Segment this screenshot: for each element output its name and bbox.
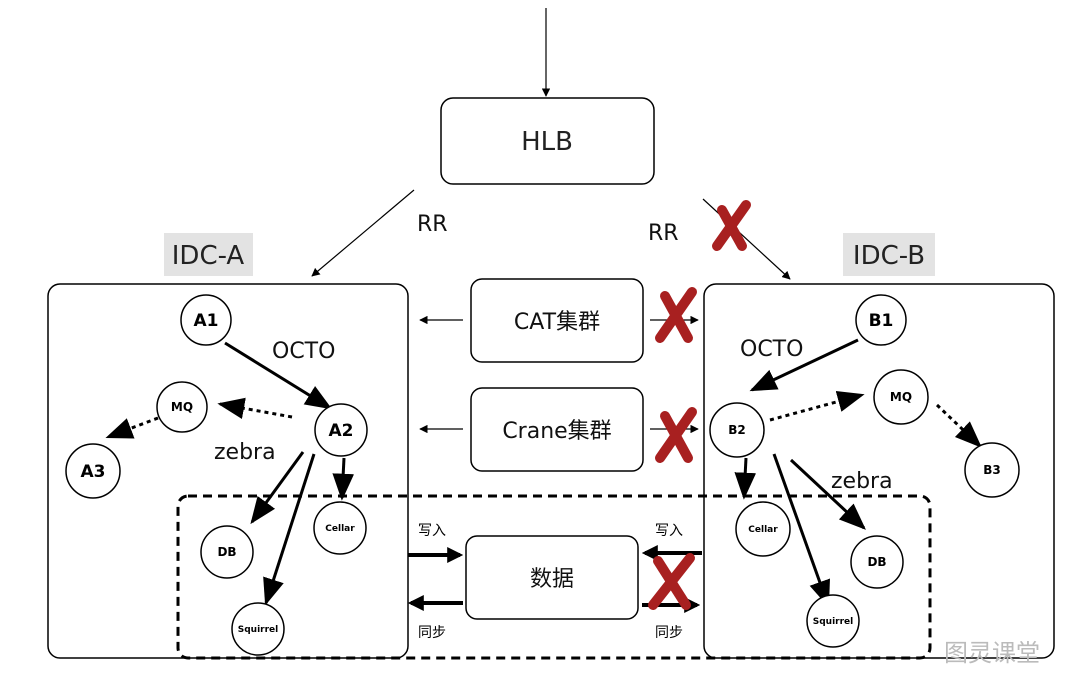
node-b-db-label: DB [867,555,886,569]
node-a-cellar-label: Cellar [325,524,355,534]
node-b-mq-label: MQ [890,390,912,404]
rr-right-label: RR [648,221,679,246]
node-b3: B3 [964,442,1020,498]
node-a2-label: A2 [329,421,354,441]
node-b1: B1 [855,294,907,346]
node-a1: A1 [180,294,232,346]
idc-a-tag-label: IDC-A [172,241,245,271]
a2-to-squirrel-arrow [263,453,316,606]
b2-to-squirrel-arrow [772,453,830,608]
node-a-db: DB [200,525,254,579]
idc-b-tag-label: IDC-B [853,241,925,271]
mq-to-a3-arrow [105,416,159,439]
a1-to-a2-arrow [224,341,333,410]
node-b-cellar: Cellar [735,501,791,557]
idc-b-zebra-label: zebra [831,469,893,494]
idc-b-octo-label: OCTO [740,337,803,362]
write-right-label: 写入 [655,523,683,539]
data-failure-cross-icon [648,553,695,610]
storage-zone [176,494,932,660]
idc-a-zebra-label: zebra [214,440,276,465]
idc-b-tag: IDC-B [843,233,935,276]
a2-to-cellar-arrow [332,457,355,501]
hlb-load-balancer: HLB [440,97,655,185]
cat-failure-cross-icon [655,287,697,343]
node-b3-label: B3 [983,463,1001,477]
rr-left-arrow [311,189,415,277]
node-b2: B2 [709,402,765,458]
a2-to-mq-arrow [217,397,293,419]
sync-left-label: 同步 [418,625,446,641]
sync-right-label: 同步 [655,625,683,641]
mq-to-b3-arrow [935,403,982,448]
node-a-cellar: Cellar [313,501,367,555]
b1-to-b2-arrow [749,338,859,392]
node-b-mq: MQ [873,369,929,425]
node-a-squirrel: Squirrel [231,602,285,656]
idc-a-tag: IDC-A [164,233,253,276]
crane-cluster-label: Crane集群 [502,419,611,444]
rr-right-failure-cross-icon [712,200,751,251]
node-a3: A3 [65,443,121,499]
node-a-mq-label: MQ [171,400,193,414]
write-left-label: 写入 [418,523,446,539]
node-b1-label: B1 [869,311,894,331]
node-a2: A2 [314,403,368,457]
idc-a-octo-label: OCTO [272,339,335,364]
node-b-squirrel-label: Squirrel [813,617,853,627]
a2-to-db-arrow [250,451,305,525]
node-a-mq: MQ [156,381,208,433]
crane-cluster: Crane集群 [470,387,644,472]
data-store: 数据 [465,535,639,620]
watermark: 图灵课堂 [944,639,1040,667]
node-b2-label: B2 [728,423,746,437]
node-a3-label: A3 [81,462,106,482]
b2-to-cellar-arrow [734,457,757,500]
rr-left-label: RR [417,212,448,237]
crane-failure-cross-icon [655,407,697,463]
rr-right-arrow [702,198,791,280]
cat-cluster-label: CAT集群 [514,310,600,335]
node-a-squirrel-label: Squirrel [238,625,278,635]
node-a-db-label: DB [217,545,236,559]
node-b-squirrel: Squirrel [806,594,860,648]
b2-to-mq-arrow [769,390,865,422]
node-b-cellar-label: Cellar [748,525,778,535]
hlb-label: HLB [521,127,573,157]
data-store-label: 数据 [530,567,574,592]
cat-cluster: CAT集群 [470,278,644,363]
node-a1-label: A1 [194,311,219,331]
b2-to-db-arrow [789,458,866,530]
node-b-db: DB [850,535,904,589]
